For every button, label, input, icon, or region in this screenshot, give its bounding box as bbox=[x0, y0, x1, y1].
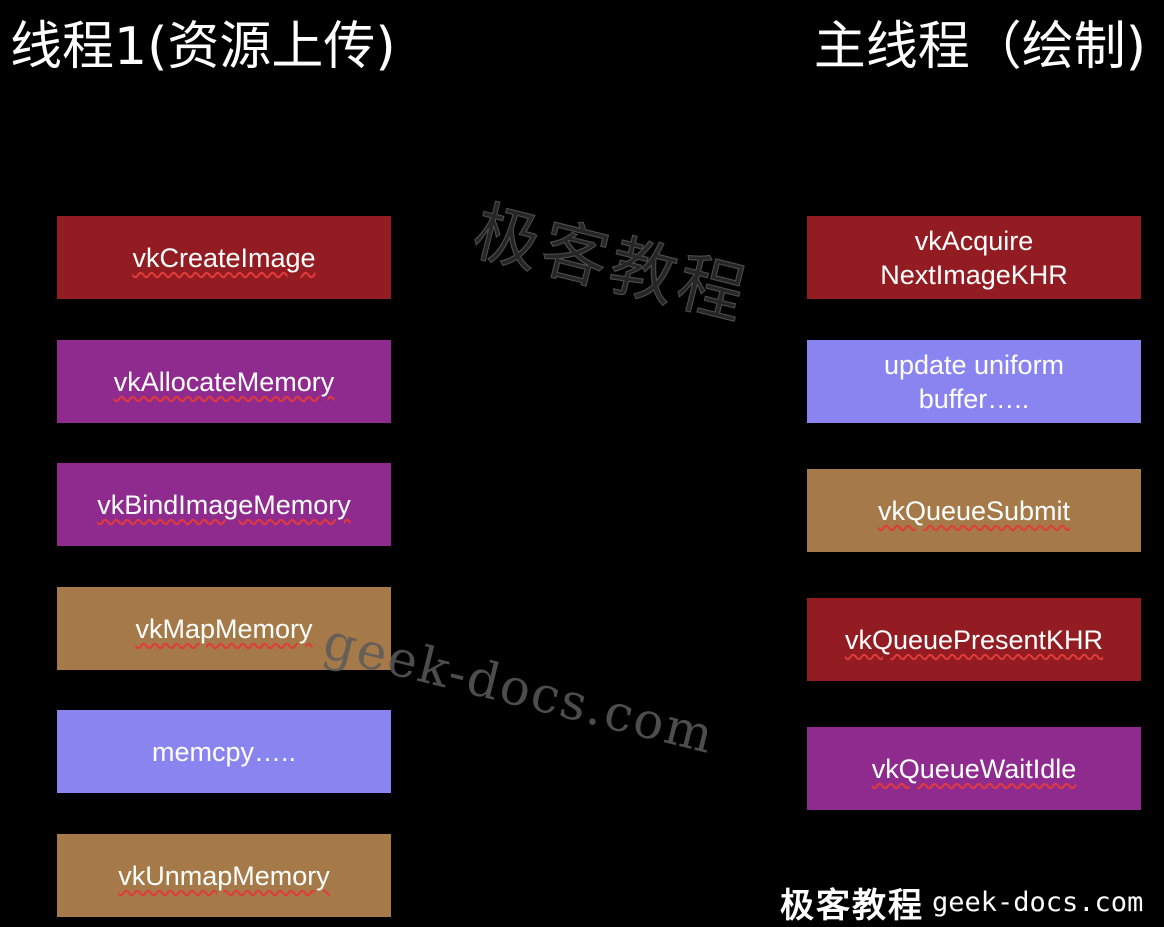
corner-watermark-url: geek-docs.com bbox=[932, 886, 1144, 918]
step-vk-map-memory: vkMapMemory bbox=[57, 587, 391, 670]
left-column-heading: 线程1(资源上传) bbox=[10, 17, 396, 77]
step-label: vkUnmapMemory bbox=[118, 860, 330, 891]
step-update-uniform-buffer: update uniform buffer….. bbox=[807, 340, 1141, 423]
step-label: vkAcquire NextImageKHR bbox=[880, 225, 1068, 290]
corner-watermark: 极客教程 geek-docs.com bbox=[780, 880, 1144, 926]
step-label: vkBindImageMemory bbox=[97, 489, 351, 520]
step-vk-queue-present-khr: vkQueuePresentKHR bbox=[807, 598, 1141, 681]
step-vk-allocate-memory: vkAllocateMemory bbox=[57, 340, 391, 423]
step-vk-bind-image-memory: vkBindImageMemory bbox=[57, 463, 391, 546]
step-label: memcpy….. bbox=[151, 736, 297, 767]
step-label: update uniform buffer….. bbox=[883, 349, 1065, 414]
step-vk-create-image: vkCreateImage bbox=[57, 216, 391, 299]
step-label: vkQueuePresentKHR bbox=[844, 624, 1104, 655]
corner-watermark-chinese: 极客教程 bbox=[780, 885, 924, 926]
step-label: vkQueueSubmit bbox=[877, 495, 1071, 526]
step-memcpy: memcpy….. bbox=[57, 710, 391, 793]
step-label: vkCreateImage bbox=[132, 242, 316, 273]
step-vk-queue-submit: vkQueueSubmit bbox=[807, 469, 1141, 552]
step-vk-queue-wait-idle: vkQueueWaitIdle bbox=[807, 727, 1141, 810]
step-vk-acquire-next-image-khr: vkAcquire NextImageKHR bbox=[807, 216, 1141, 299]
step-label: vkAllocateMemory bbox=[113, 366, 335, 397]
step-label: vkQueueWaitIdle bbox=[871, 753, 1077, 784]
step-vk-unmap-memory: vkUnmapMemory bbox=[57, 834, 391, 917]
step-label: vkMapMemory bbox=[135, 613, 313, 644]
watermark-chinese: 极客教程 bbox=[465, 192, 757, 336]
right-column-heading: 主线程（绘制) bbox=[813, 17, 1146, 77]
